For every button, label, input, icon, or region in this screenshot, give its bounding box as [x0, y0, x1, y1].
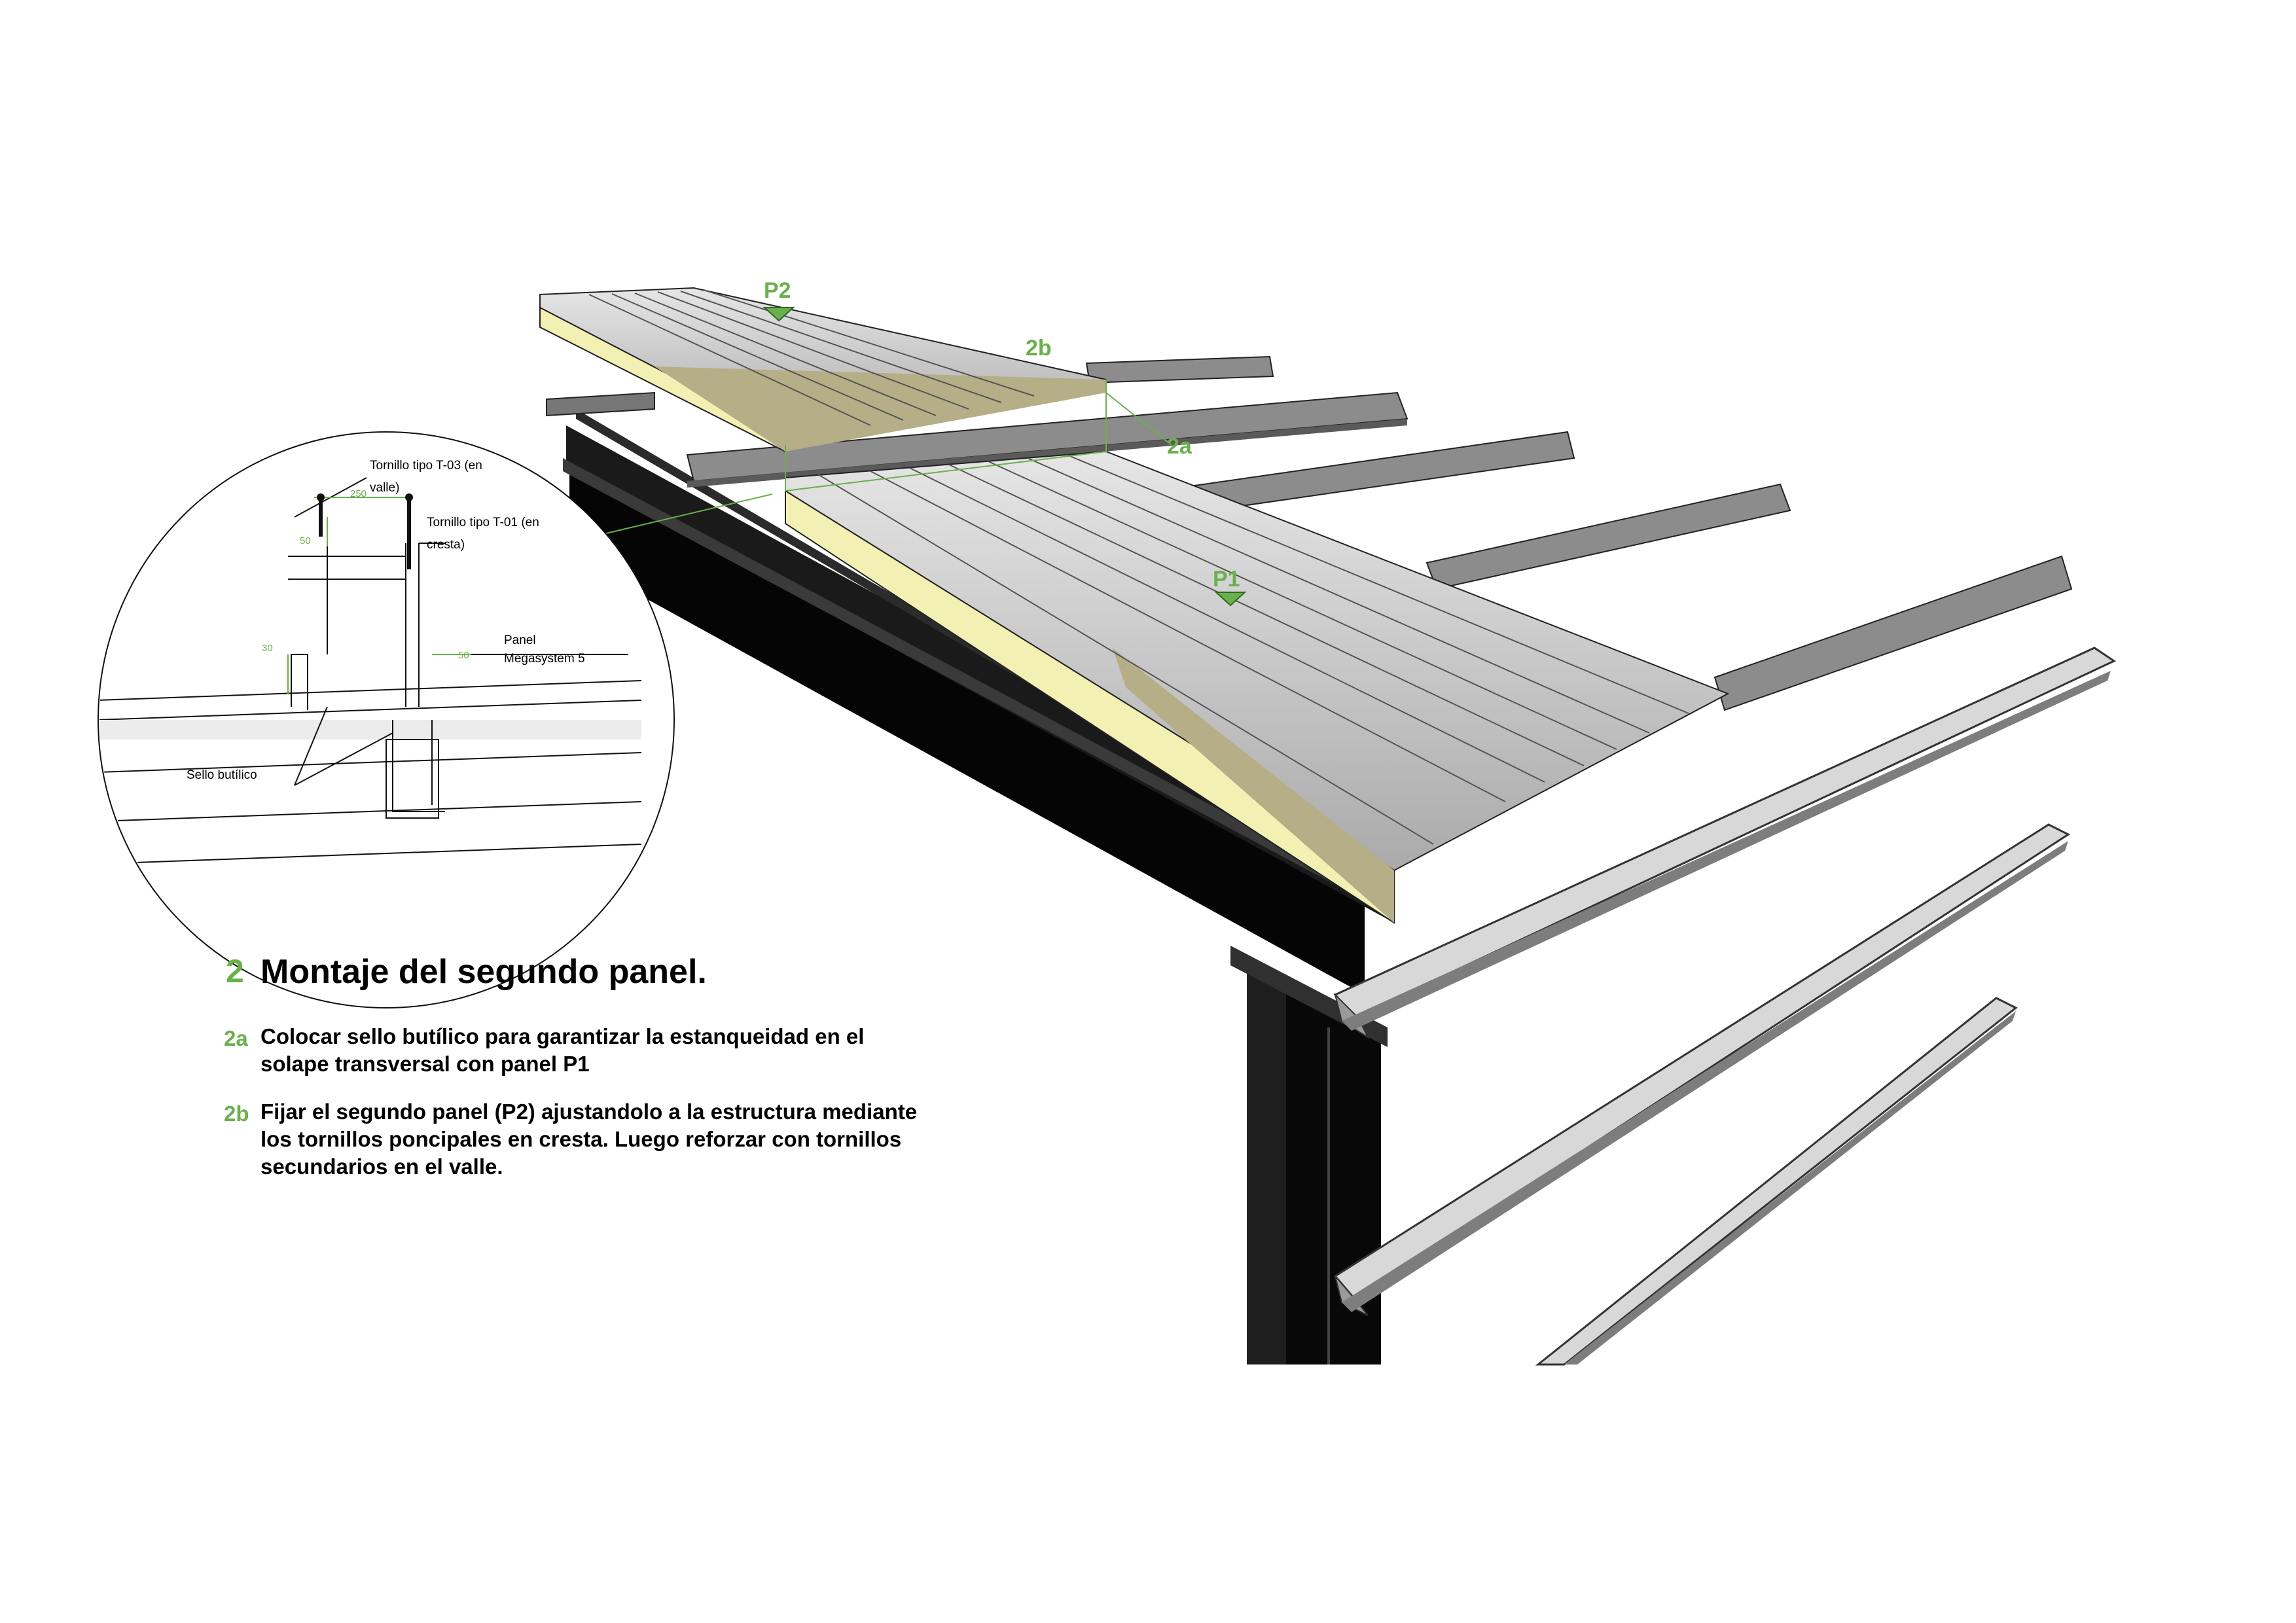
substep-2a-text: Colocar sello butílico para garantizar l…	[260, 1024, 865, 1076]
p1-marker-triangle	[1214, 592, 1247, 607]
step-number: 2	[226, 953, 244, 990]
screw-t01-label-line2: cresta)	[427, 538, 465, 552]
dimension-30: 30	[262, 643, 273, 654]
step-title: Montaje del segundo panel.	[260, 953, 707, 991]
substep-2a-id: 2a	[224, 1026, 248, 1050]
screw-t03-label-line2: valle)	[370, 481, 400, 495]
gutter-channels	[1333, 647, 2117, 1366]
screw-t01-label-line1: Tornillo tipo T-01 (en	[427, 516, 539, 529]
panel-label-line1: Panel	[504, 633, 536, 647]
dimension-50-right: 50	[458, 650, 469, 661]
screw-t01-label: Tornillo tipo T-01 (en cresta)	[427, 512, 539, 556]
marker-p2: P2	[764, 278, 791, 303]
butyl-seal-label: Sello butílico	[187, 768, 257, 782]
detail-circle	[98, 431, 675, 1008]
dimension-250: 250	[350, 488, 367, 499]
purlins	[546, 355, 2073, 711]
overlap-guide-lines	[592, 380, 1172, 537]
substep-2b-id: 2b	[224, 1101, 249, 1126]
p2-marker-triangle	[762, 307, 795, 322]
panel-label-line2: Megasystem 5	[504, 652, 585, 666]
panel-p2	[539, 287, 1107, 453]
panel-label: Panel Megasystem 5	[504, 632, 585, 668]
screw-t03-label: Tornillo tipo T-03 (en valle)	[370, 455, 482, 499]
marker-p1: P1	[1213, 567, 1240, 592]
screw-t03-label-line1: Tornillo tipo T-03 (en	[370, 459, 482, 473]
dimension-50-left: 50	[300, 535, 311, 546]
panel-p1	[785, 450, 1730, 924]
marker-2a: 2a	[1167, 434, 1192, 459]
substep-2b-text: Fijar el segundo panel (P2) ajustandolo …	[260, 1099, 918, 1179]
marker-2b: 2b	[1026, 336, 1052, 361]
